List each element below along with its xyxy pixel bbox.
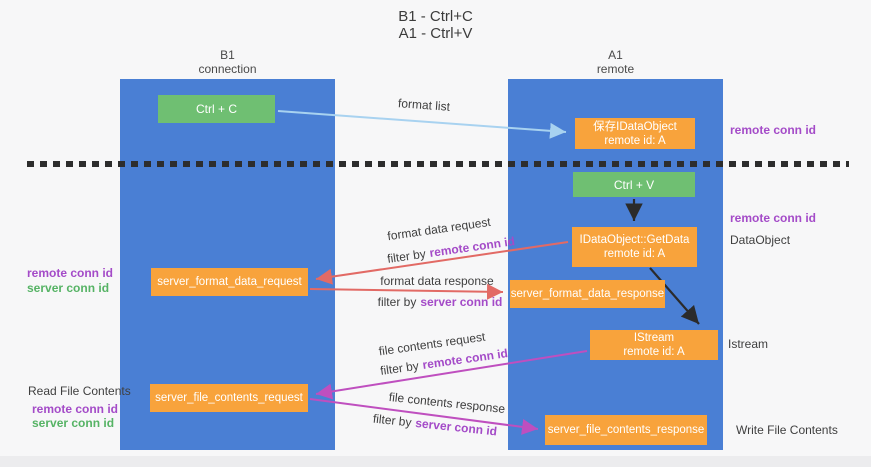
- istream-line2: remote id: A: [623, 346, 685, 358]
- filter-by-text: filter by: [386, 246, 427, 266]
- idataobject-getdata-box: IDataObject::GetData remote id: A: [572, 227, 697, 267]
- server-file-contents-request-box: server_file_contents_request: [150, 384, 308, 412]
- read-file-contents-annotation: Read File Contents: [28, 384, 131, 398]
- lifeline-header-a1: A1 remote: [508, 48, 723, 76]
- ctrl-v-label: Ctrl + V: [613, 177, 655, 192]
- server-format-data-response-box: server_format_data_response: [510, 280, 665, 308]
- server-conn-id-text: server conn id: [420, 295, 503, 309]
- remote-conn-id-text: remote conn id: [428, 234, 516, 260]
- server-conn-id-text: server conn id: [414, 415, 498, 439]
- server-format-data-request-box: server_format_data_request: [151, 268, 308, 296]
- dataobject-annotation: DataObject: [730, 233, 791, 247]
- title-line-2: A1 - Ctrl+V: [398, 25, 473, 42]
- istream-box: IStream remote id: A: [590, 330, 718, 360]
- server-file-contents-response-box: server_file_contents_response: [545, 415, 707, 445]
- remote-conn-id-annotation-left-1: remote conn id: [27, 266, 114, 280]
- server-format-data-request-label: server_format_data_request: [157, 276, 302, 288]
- istream-line1: IStream: [633, 332, 675, 344]
- filter-by-text: filter by: [372, 411, 413, 430]
- lifeline-b1-name: B1: [220, 48, 235, 62]
- save-idataobject-line1: 保存IDataObject: [593, 120, 677, 133]
- save-idataobject-line2: remote id: A: [604, 134, 666, 147]
- remote-conn-id-annotation-mid-right: remote conn id: [730, 211, 817, 225]
- server-format-data-response-label: server_format_data_response: [510, 288, 665, 300]
- file-contents-response-label: file contents response: [388, 389, 506, 417]
- server-file-contents-request-label: server_file_contents_request: [155, 392, 303, 404]
- lifeline-header-b1: B1 connection: [120, 48, 335, 76]
- write-file-contents-annotation: Write File Contents: [736, 423, 838, 437]
- title-line-1: B1 - Ctrl+C: [398, 8, 473, 25]
- remote-conn-id-annotation-top-right: remote conn id: [730, 123, 817, 137]
- getdata-line2: remote id: A: [603, 248, 666, 260]
- lifeline-a1-name: A1: [608, 48, 623, 62]
- ctrl-c-box: Ctrl + C: [158, 95, 275, 123]
- save-idataobject-box: 保存IDataObject remote id: A: [575, 118, 695, 149]
- getdata-line1: IDataObject::GetData: [579, 234, 690, 246]
- server-conn-id-annotation-left-2: server conn id: [32, 416, 115, 430]
- ctrl-c-label: Ctrl + C: [195, 102, 237, 116]
- remote-conn-id-annotation-left-2: remote conn id: [32, 402, 119, 416]
- format-data-response-arrow: [309, 283, 504, 300]
- ctrl-v-box: Ctrl + V: [573, 172, 695, 197]
- lifeline-a1-role: remote: [596, 62, 635, 76]
- lifeline-b1-role: connection: [198, 62, 257, 76]
- page-title: B1 - Ctrl+C A1 - Ctrl+V: [0, 8, 871, 42]
- filter-by-text: filter by: [379, 358, 420, 378]
- istream-annotation: Istream: [728, 337, 769, 351]
- bottom-strip: [0, 456, 871, 467]
- server-conn-id-annotation-left-1: server conn id: [27, 281, 110, 295]
- filter-by-text: filter by: [377, 295, 417, 309]
- format-data-response-label: format data response: [380, 274, 494, 288]
- format-list-label: format list: [397, 96, 451, 114]
- server-file-contents-response-label: server_file_contents_response: [547, 424, 705, 436]
